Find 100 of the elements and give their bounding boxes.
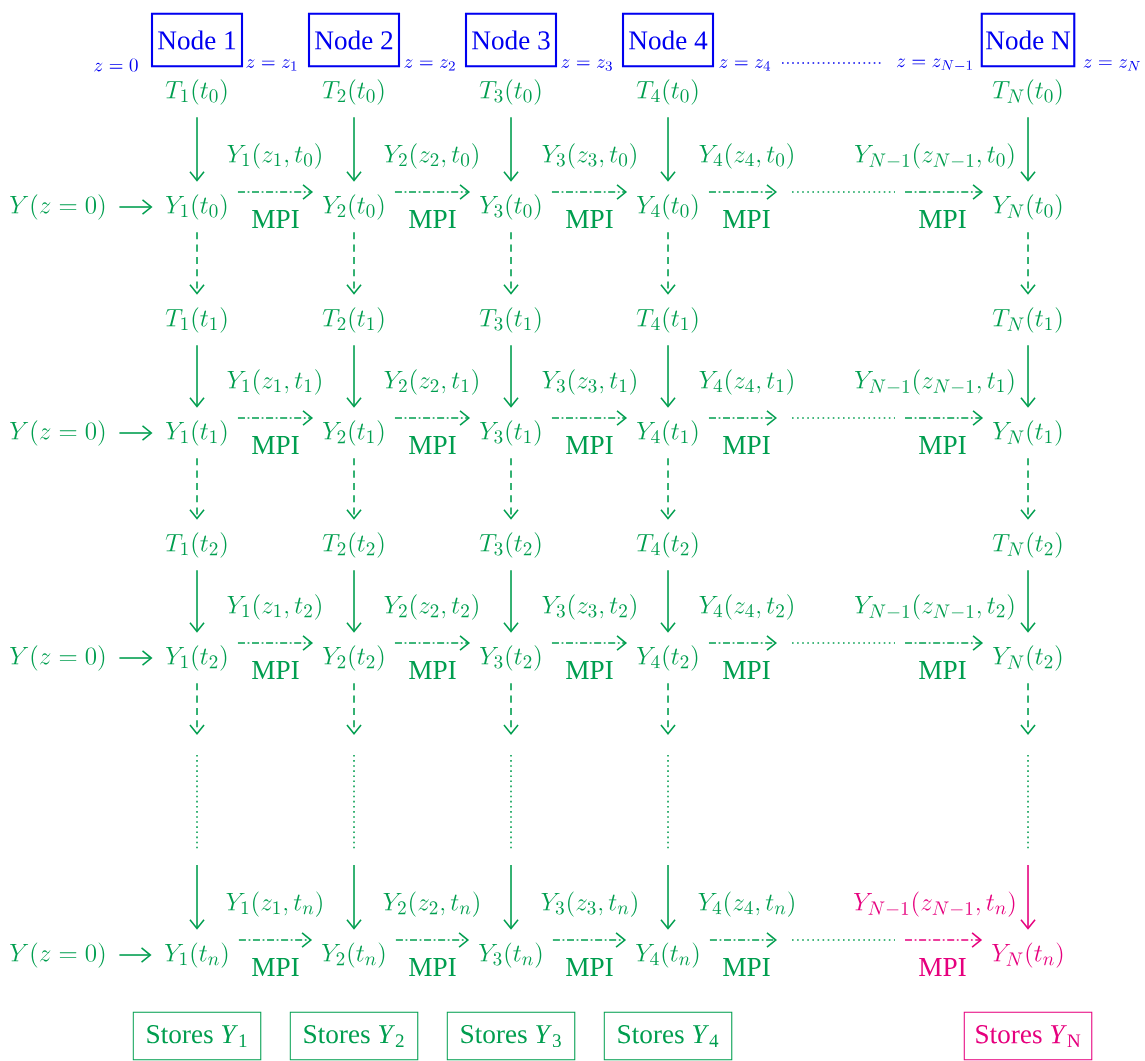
variable-label: $Y(z=0)$ bbox=[10, 194, 105, 220]
arrow bbox=[503, 864, 519, 930]
dashed-arrow bbox=[503, 682, 519, 735]
edge-label: MPI bbox=[916, 659, 969, 681]
variable-label: $Y_3(t_0)$ bbox=[480, 194, 541, 220]
dashed-arrow bbox=[346, 682, 362, 735]
dashed-arrow bbox=[1020, 231, 1036, 295]
variable-label: $T_3(t_1)$ bbox=[479, 307, 541, 333]
variable-label: $Y_1(t_2)$ bbox=[166, 645, 227, 671]
value-label: $Y_3(z_3,t_2)$ bbox=[542, 594, 636, 620]
variable-label: $Y_1(t_n)$ bbox=[165, 942, 228, 968]
variable-label: $T_3(t_2)$ bbox=[479, 532, 541, 558]
dashed-arrow bbox=[237, 635, 314, 651]
dashed-arrow bbox=[394, 410, 471, 426]
value-label: $Y_{N-1}(z_{N-1},t_n)$ bbox=[854, 891, 1015, 917]
dashed-arrow bbox=[551, 184, 628, 200]
dashed-arrow bbox=[237, 410, 314, 426]
edge-label: MPI bbox=[720, 956, 773, 978]
value-label: $Y_4(z_4,t_0)$ bbox=[699, 143, 793, 169]
value-label: $Y_1(z_1,t_2)$ bbox=[227, 594, 321, 620]
dashed-arrow bbox=[709, 932, 777, 948]
arrow bbox=[118, 947, 152, 963]
variable-label: $Y_4(t_1)$ bbox=[637, 420, 698, 446]
variable-label: $Y_2(t_n)$ bbox=[322, 942, 385, 968]
value-label: $Y_1(z_1,t_n)$ bbox=[226, 891, 322, 917]
value-label: $Y_3(z_3,t_1)$ bbox=[542, 369, 636, 395]
dashed-arrow bbox=[237, 184, 314, 200]
storage-box: Stores Y$_{4}$ bbox=[603, 1011, 733, 1061]
arrow bbox=[118, 199, 153, 215]
arrow bbox=[346, 569, 362, 633]
variable-label: $T_4(t_0)$ bbox=[636, 79, 698, 105]
variable-label: $Y_4(t_0)$ bbox=[637, 194, 698, 220]
edge-label: MPI bbox=[916, 434, 969, 456]
variable-label: $T_N(t_2)$ bbox=[992, 532, 1062, 558]
value-label: $Y_{N-1}(z_{N-1},t_1)$ bbox=[854, 369, 1014, 395]
dashed-arrow bbox=[708, 410, 777, 426]
variable-label: $T_4(t_2)$ bbox=[636, 532, 698, 558]
dashed-arrow bbox=[238, 932, 313, 948]
arrow bbox=[503, 569, 519, 633]
position-label: $z=z_2$ bbox=[404, 59, 455, 71]
value-label: $Y_1(z_1,t_0)$ bbox=[227, 143, 321, 169]
arrow bbox=[660, 864, 676, 930]
dashed-arrow bbox=[394, 635, 471, 651]
arrow bbox=[660, 116, 676, 182]
variable-label: $Y_1(t_1)$ bbox=[166, 420, 227, 446]
variable-label: $Y_2(t_1)$ bbox=[323, 420, 384, 446]
edge-label: MPI bbox=[916, 208, 969, 230]
edge-label: MPI bbox=[563, 208, 616, 230]
variable-label: $T_2(t_0)$ bbox=[322, 79, 384, 105]
arrow bbox=[660, 344, 676, 408]
value-label: $Y_4(z_4,t_2)$ bbox=[699, 594, 793, 620]
edge-label: MPI bbox=[406, 208, 459, 230]
position-label: $z=z_N$ bbox=[1083, 59, 1140, 71]
edge-label: MPI bbox=[249, 659, 302, 681]
value-label: $Y_4(z_4,t_n)$ bbox=[698, 891, 794, 917]
dashed-arrow bbox=[189, 231, 205, 295]
edge-label: MPI bbox=[720, 659, 773, 681]
variable-label: $Y(z=0)$ bbox=[10, 420, 105, 446]
variable-label: $Y_N(t_n)$ bbox=[992, 942, 1063, 968]
variable-label: $Y_N(t_2)$ bbox=[993, 645, 1062, 671]
storage-box: Stores Y$_{N}$ bbox=[963, 1011, 1093, 1061]
edge-label: MPI bbox=[563, 659, 616, 681]
dashed-arrow bbox=[552, 932, 627, 948]
value-label: $Y_2(z_2,t_1)$ bbox=[384, 369, 478, 395]
value-label: $Y_3(z_3,t_0)$ bbox=[542, 143, 636, 169]
node-box: Node 1 bbox=[150, 12, 244, 68]
value-label: $Y_2(z_2,t_0)$ bbox=[384, 143, 478, 169]
edge-label: MPI bbox=[406, 659, 459, 681]
edge-label: MPI bbox=[563, 956, 616, 978]
dashed-arrow bbox=[551, 635, 628, 651]
node-box: Node 3 bbox=[464, 12, 558, 68]
dashed-arrow bbox=[1020, 457, 1036, 520]
dashed-arrow bbox=[189, 457, 205, 520]
arrow bbox=[189, 344, 205, 408]
variable-label: $T_1(t_2)$ bbox=[165, 532, 227, 558]
edge-label: MPI bbox=[249, 434, 302, 456]
edge-label: MPI bbox=[916, 956, 969, 978]
edge-label: MPI bbox=[406, 434, 459, 456]
position-label: $z=z_1$ bbox=[246, 59, 297, 71]
variable-label: $T_2(t_2)$ bbox=[322, 532, 384, 558]
variable-label: $Y(z=0)$ bbox=[10, 645, 105, 671]
arrow bbox=[189, 864, 205, 930]
arrow bbox=[1020, 864, 1036, 930]
dashed-arrow bbox=[1020, 682, 1036, 735]
arrow bbox=[118, 425, 153, 441]
storage-box: Stores Y$_{1}$ bbox=[132, 1011, 262, 1061]
edge-label: MPI bbox=[249, 956, 302, 978]
variable-label: $T_3(t_0)$ bbox=[479, 79, 541, 105]
variable-label: $Y_1(t_0)$ bbox=[166, 194, 227, 220]
node-box: Node 2 bbox=[307, 12, 401, 68]
dashed-arrow bbox=[346, 231, 362, 295]
dashed-arrow bbox=[395, 932, 470, 948]
arrow bbox=[346, 116, 362, 182]
dashed-arrow bbox=[708, 635, 777, 651]
dashed-arrow bbox=[660, 231, 676, 295]
variable-label: $Y_N(t_0)$ bbox=[993, 194, 1062, 220]
dashed-arrow bbox=[189, 682, 205, 735]
arrow bbox=[503, 344, 519, 408]
arrow bbox=[503, 116, 519, 182]
node-box: Node 4 bbox=[621, 12, 715, 68]
